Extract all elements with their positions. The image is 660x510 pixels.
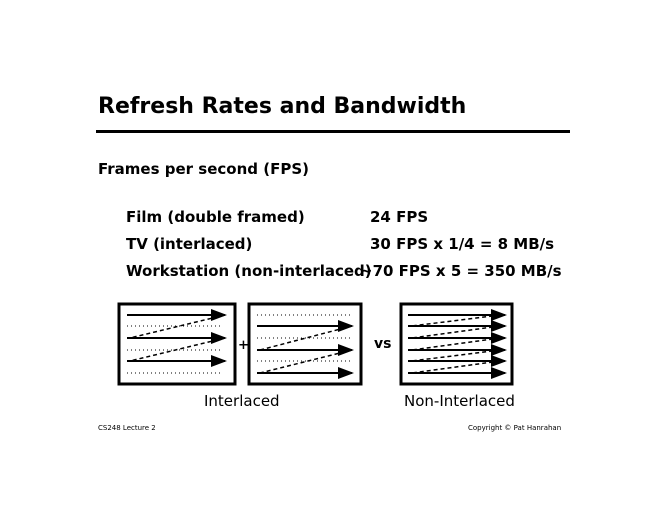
subtitle: Frames per second (FPS) [98,160,309,178]
row-value: 30 FPS x 1/4 = 8 MB/s [370,235,555,253]
vs-label: vs [374,336,392,352]
footer-course: CS248 Lecture 2 [98,424,156,432]
title-rule [96,130,570,133]
plus-sign: + [238,338,249,353]
slide-title: Refresh Rates and Bandwidth [98,94,467,119]
non-interlaced-frame [399,302,514,386]
row-label: Workstation (non-interlaced) [126,262,372,280]
footer-copyright: Copyright © Pat Hanrahan [468,424,562,432]
interlaced-field-2 [247,302,363,386]
interlaced-caption: Interlaced [204,392,280,410]
row-value: 24 FPS [370,208,429,226]
noninterlaced-caption: Non-Interlaced [404,392,515,410]
interlaced-field-1 [117,302,237,386]
row-value: ~70 FPS x 5 = 350 MB/s [360,262,562,280]
row-label: TV (interlaced) [126,235,253,253]
row-label: Film (double framed) [126,208,305,226]
